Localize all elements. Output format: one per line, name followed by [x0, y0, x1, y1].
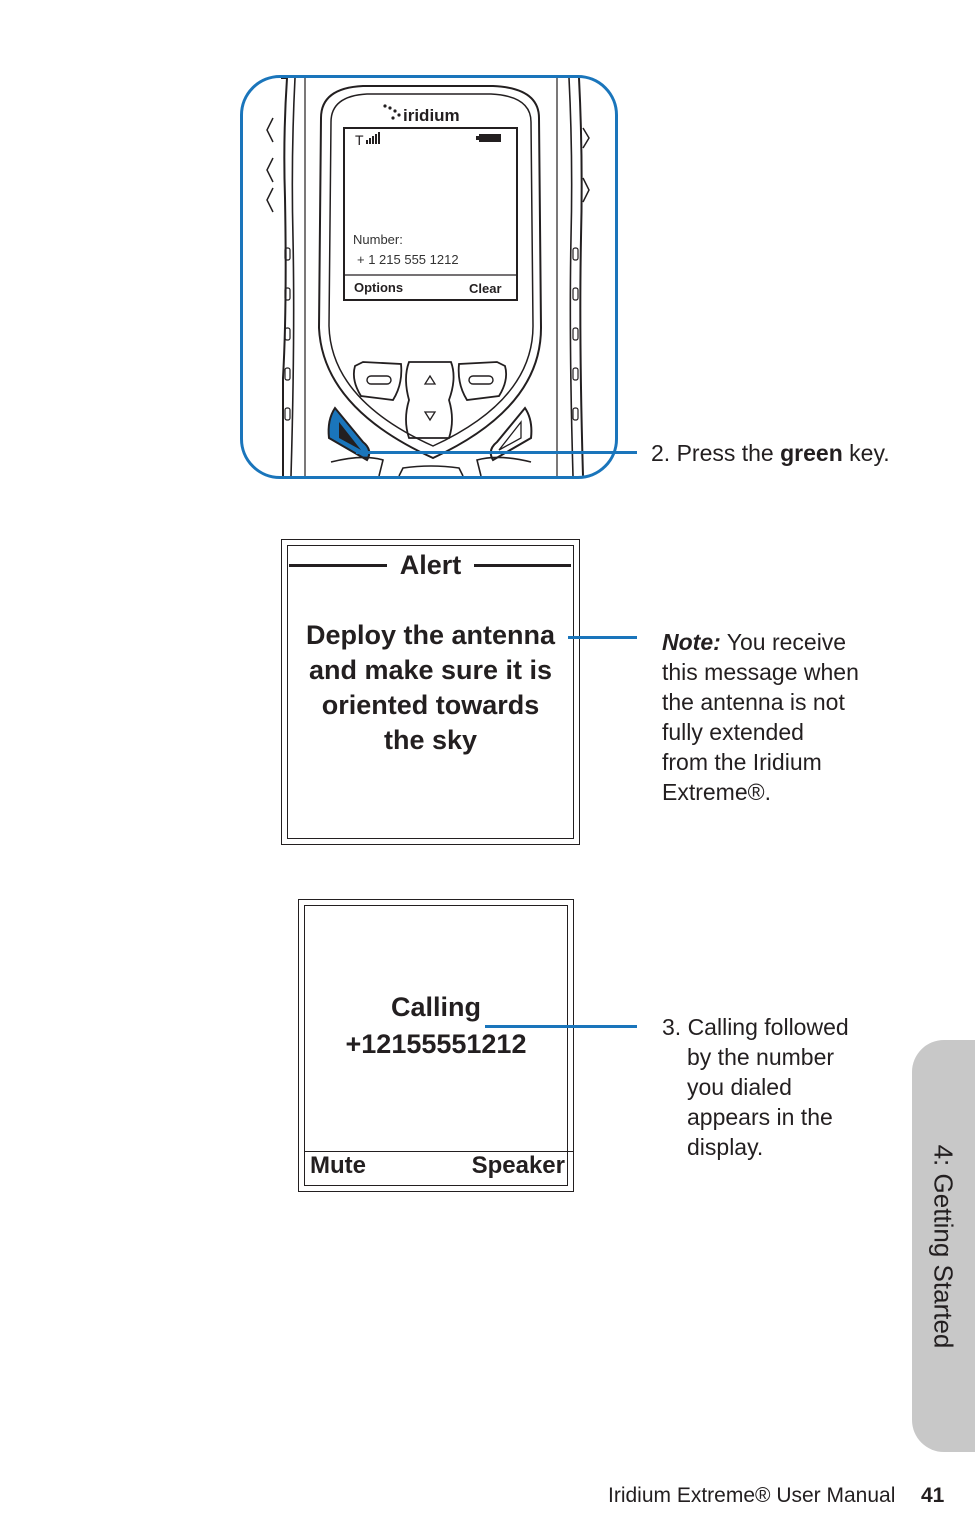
alert-leader-line [568, 636, 637, 639]
phone-illustration: iridium T Number: + 1 215 555 1212 Optio… [240, 75, 618, 479]
signal-strength-icon: T [355, 132, 380, 148]
options-softkey: Options [354, 280, 403, 295]
alert-title-rule-right [474, 564, 571, 567]
green-emphasis: green [780, 440, 843, 466]
chapter-tab-label-wrap: 4: Getting Started [912, 1040, 974, 1452]
page-number: 41 [921, 1484, 945, 1507]
alert-title-rule-left [289, 564, 387, 567]
alert-message-line: and make sure it is [308, 655, 553, 685]
calling-screen-border [304, 905, 568, 1186]
number-label: Number: [353, 232, 403, 247]
alert-message-line: Deploy the antenna [305, 620, 556, 650]
brand-logo: iridium [403, 106, 460, 125]
calling-leader-line [485, 1025, 637, 1028]
alert-title: Alert [399, 550, 462, 580]
alert-screen-border [287, 545, 574, 839]
number-value: + 1 215 555 1212 [357, 252, 459, 267]
footer-title: Iridium Extreme® User Manual [608, 1484, 896, 1507]
alert-screen: Alert Deploy the antenna and make sure i… [281, 539, 580, 845]
green-key-leader-line [356, 451, 637, 454]
right-soft-key [457, 361, 508, 401]
softkey-divider [305, 1151, 573, 1152]
speaker-softkey: Speaker [471, 1152, 565, 1179]
svg-text:T: T [355, 132, 364, 148]
alert-message-line: the sky [383, 725, 478, 755]
battery-icon [476, 134, 501, 142]
calling-number: +12155551212 [345, 1029, 527, 1059]
alert-message: Deploy the antenna and make sure it is o… [282, 618, 579, 758]
note-caption: Note: You receive this message when the … [662, 629, 859, 805]
note-label: Note: [662, 629, 721, 655]
phone-drawing: iridium T Number: + 1 215 555 1212 Optio… [266, 78, 590, 476]
calling-screen: Calling +12155551212 Mute Speaker [298, 899, 574, 1192]
mute-softkey: Mute [310, 1152, 366, 1179]
step-3-caption: 3. Calling followed by the number you di… [662, 1014, 849, 1160]
green-key [327, 406, 371, 462]
end-key [489, 406, 533, 462]
calling-label: Calling [390, 992, 481, 1022]
clear-softkey: Clear [469, 281, 502, 296]
navigation-key [405, 361, 455, 439]
alert-message-line: oriented towards [321, 690, 540, 720]
down-arrow-icon [423, 411, 437, 422]
step-2-caption: 2. Press the green key. [651, 440, 890, 466]
left-soft-key [352, 361, 403, 401]
up-arrow-icon [423, 374, 437, 385]
chapter-tab [912, 1040, 975, 1452]
chapter-tab-label: 4: Getting Started [928, 1144, 959, 1348]
